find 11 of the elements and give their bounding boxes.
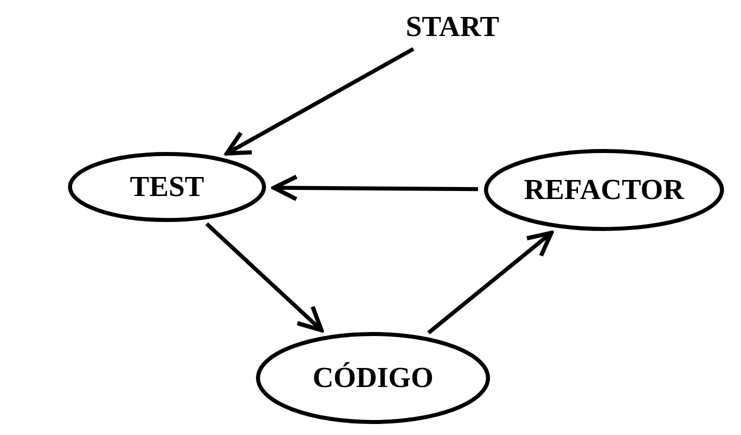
state-ellipse — [68, 152, 266, 222]
state-label: TEST — [130, 170, 204, 204]
state-ellipse — [484, 149, 724, 231]
state-ellipse — [256, 332, 490, 424]
state-label: CÓDIGO — [312, 362, 434, 394]
arrow — [224, 47, 414, 156]
arrow — [272, 174, 478, 202]
arrow — [427, 230, 554, 334]
state-label: REFACTOR — [524, 174, 684, 206]
start-label: START — [406, 10, 500, 44]
arrow — [205, 222, 324, 332]
